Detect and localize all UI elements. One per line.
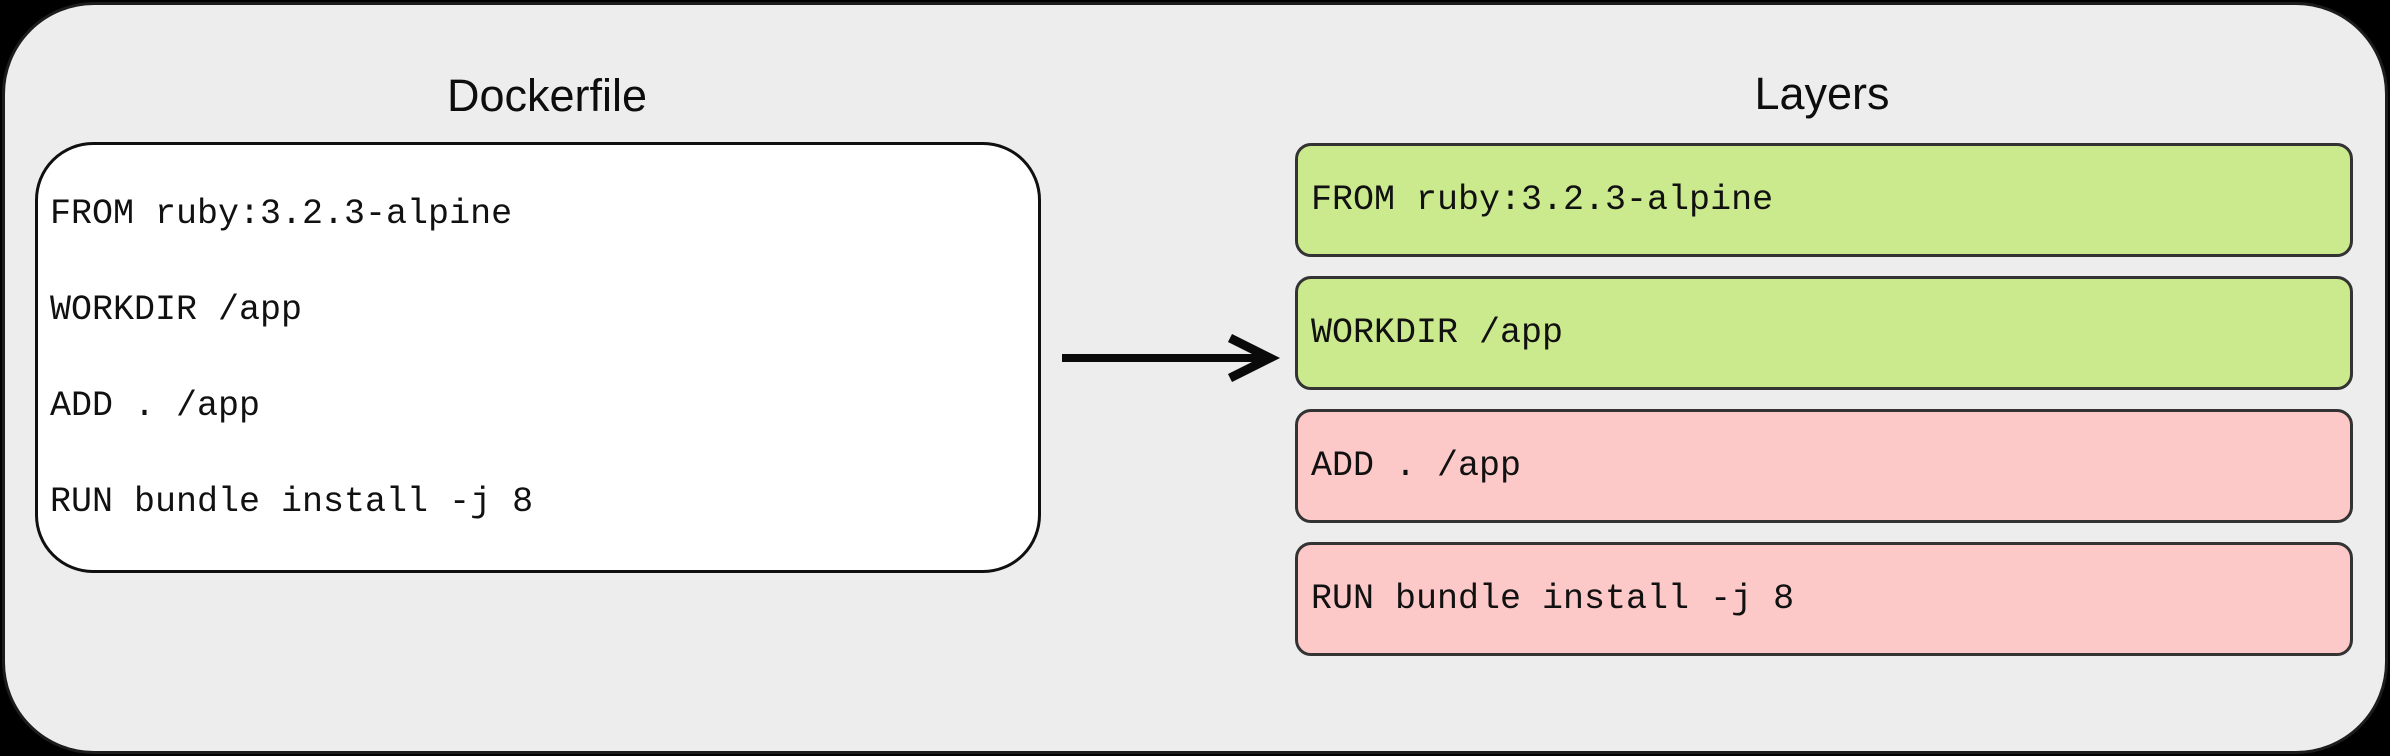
layer-box-label: RUN bundle install -j 8	[1311, 579, 1795, 619]
dockerfile-title: Dockerfile	[446, 70, 648, 121]
layer-box-label: FROM ruby:3.2.3-alpine	[1311, 180, 1774, 220]
layer-box-run: RUN bundle install -j 8	[1295, 542, 2353, 656]
layer-box-add: ADD . /app	[1295, 409, 2353, 523]
arrow-right-icon	[1056, 329, 1286, 389]
layer-box-from: FROM ruby:3.2.3-alpine	[1295, 143, 2353, 257]
dockerfile-line: WORKDIR /app	[50, 289, 303, 330]
layer-box-label: WORKDIR /app	[1311, 313, 1564, 353]
dockerfile-line: FROM ruby:3.2.3-alpine	[50, 193, 513, 234]
layer-box-workdir: WORKDIR /app	[1295, 276, 2353, 390]
dockerfile-line: ADD . /app	[50, 385, 261, 426]
dockerfile-box: FROM ruby:3.2.3-alpine WORKDIR /app ADD …	[35, 142, 1041, 573]
layers-title: Layers	[1754, 68, 1890, 119]
dockerfile-line: RUN bundle install -j 8	[50, 481, 534, 522]
layer-box-label: ADD . /app	[1311, 446, 1522, 486]
